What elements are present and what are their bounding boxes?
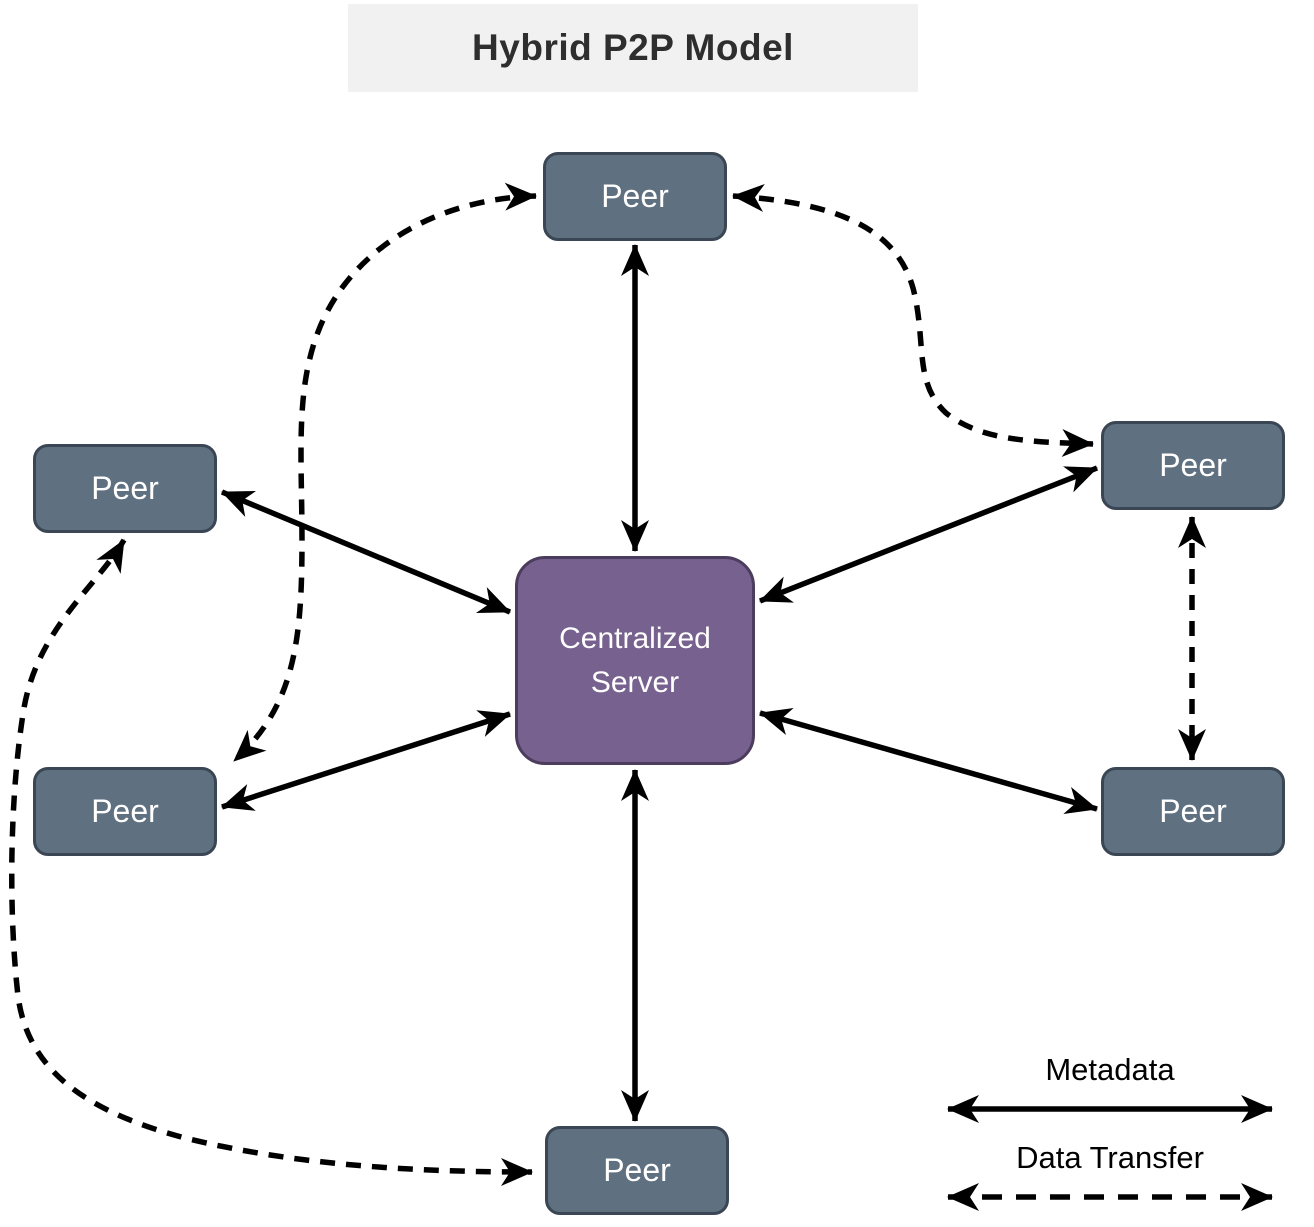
- node-peer-left-upper: Peer: [33, 444, 217, 533]
- server-label: Centralized Server: [559, 622, 711, 699]
- peer-label: Peer: [1159, 447, 1227, 483]
- node-peer-left-lower: Peer: [33, 767, 217, 856]
- node-peer-right-lower: Peer: [1101, 767, 1285, 856]
- node-peer-right-upper: Peer: [1101, 421, 1285, 510]
- peer-label: Peer: [603, 1152, 671, 1188]
- legend-data-transfer-arrow-icon: [947, 1183, 1273, 1211]
- edge-data-transfer-peer-left-upper-peer-bottom: [9, 538, 533, 1186]
- node-peer-top: Peer: [543, 152, 727, 241]
- node-peer-bottom: Peer: [545, 1126, 729, 1215]
- peer-label: Peer: [601, 178, 669, 214]
- peer-label: Peer: [91, 470, 159, 506]
- legend-metadata-label: Metadata: [1045, 1052, 1175, 1087]
- diagram-title: Hybrid P2P Model: [348, 4, 918, 92]
- edge-metadata-peer-left-upper-server: [220, 489, 512, 615]
- peer-label: Peer: [91, 793, 159, 829]
- edge-metadata-peer-right-upper-server: [758, 465, 1099, 604]
- peer-label: Peer: [1159, 793, 1227, 829]
- legend-metadata-arrow-icon: [947, 1095, 1273, 1123]
- edge-data-transfer-peer-top-peer-left-lower: [232, 182, 537, 764]
- legend-data-transfer-label: Data Transfer: [1016, 1140, 1204, 1175]
- legend: Metadata Data Transfer: [938, 1052, 1282, 1217]
- node-centralized-server: Centralized Server: [515, 556, 755, 765]
- edge-metadata-peer-right-lower-server: [759, 708, 1098, 814]
- edge-data-transfer-peer-top-peer-right-upper: [732, 183, 1094, 458]
